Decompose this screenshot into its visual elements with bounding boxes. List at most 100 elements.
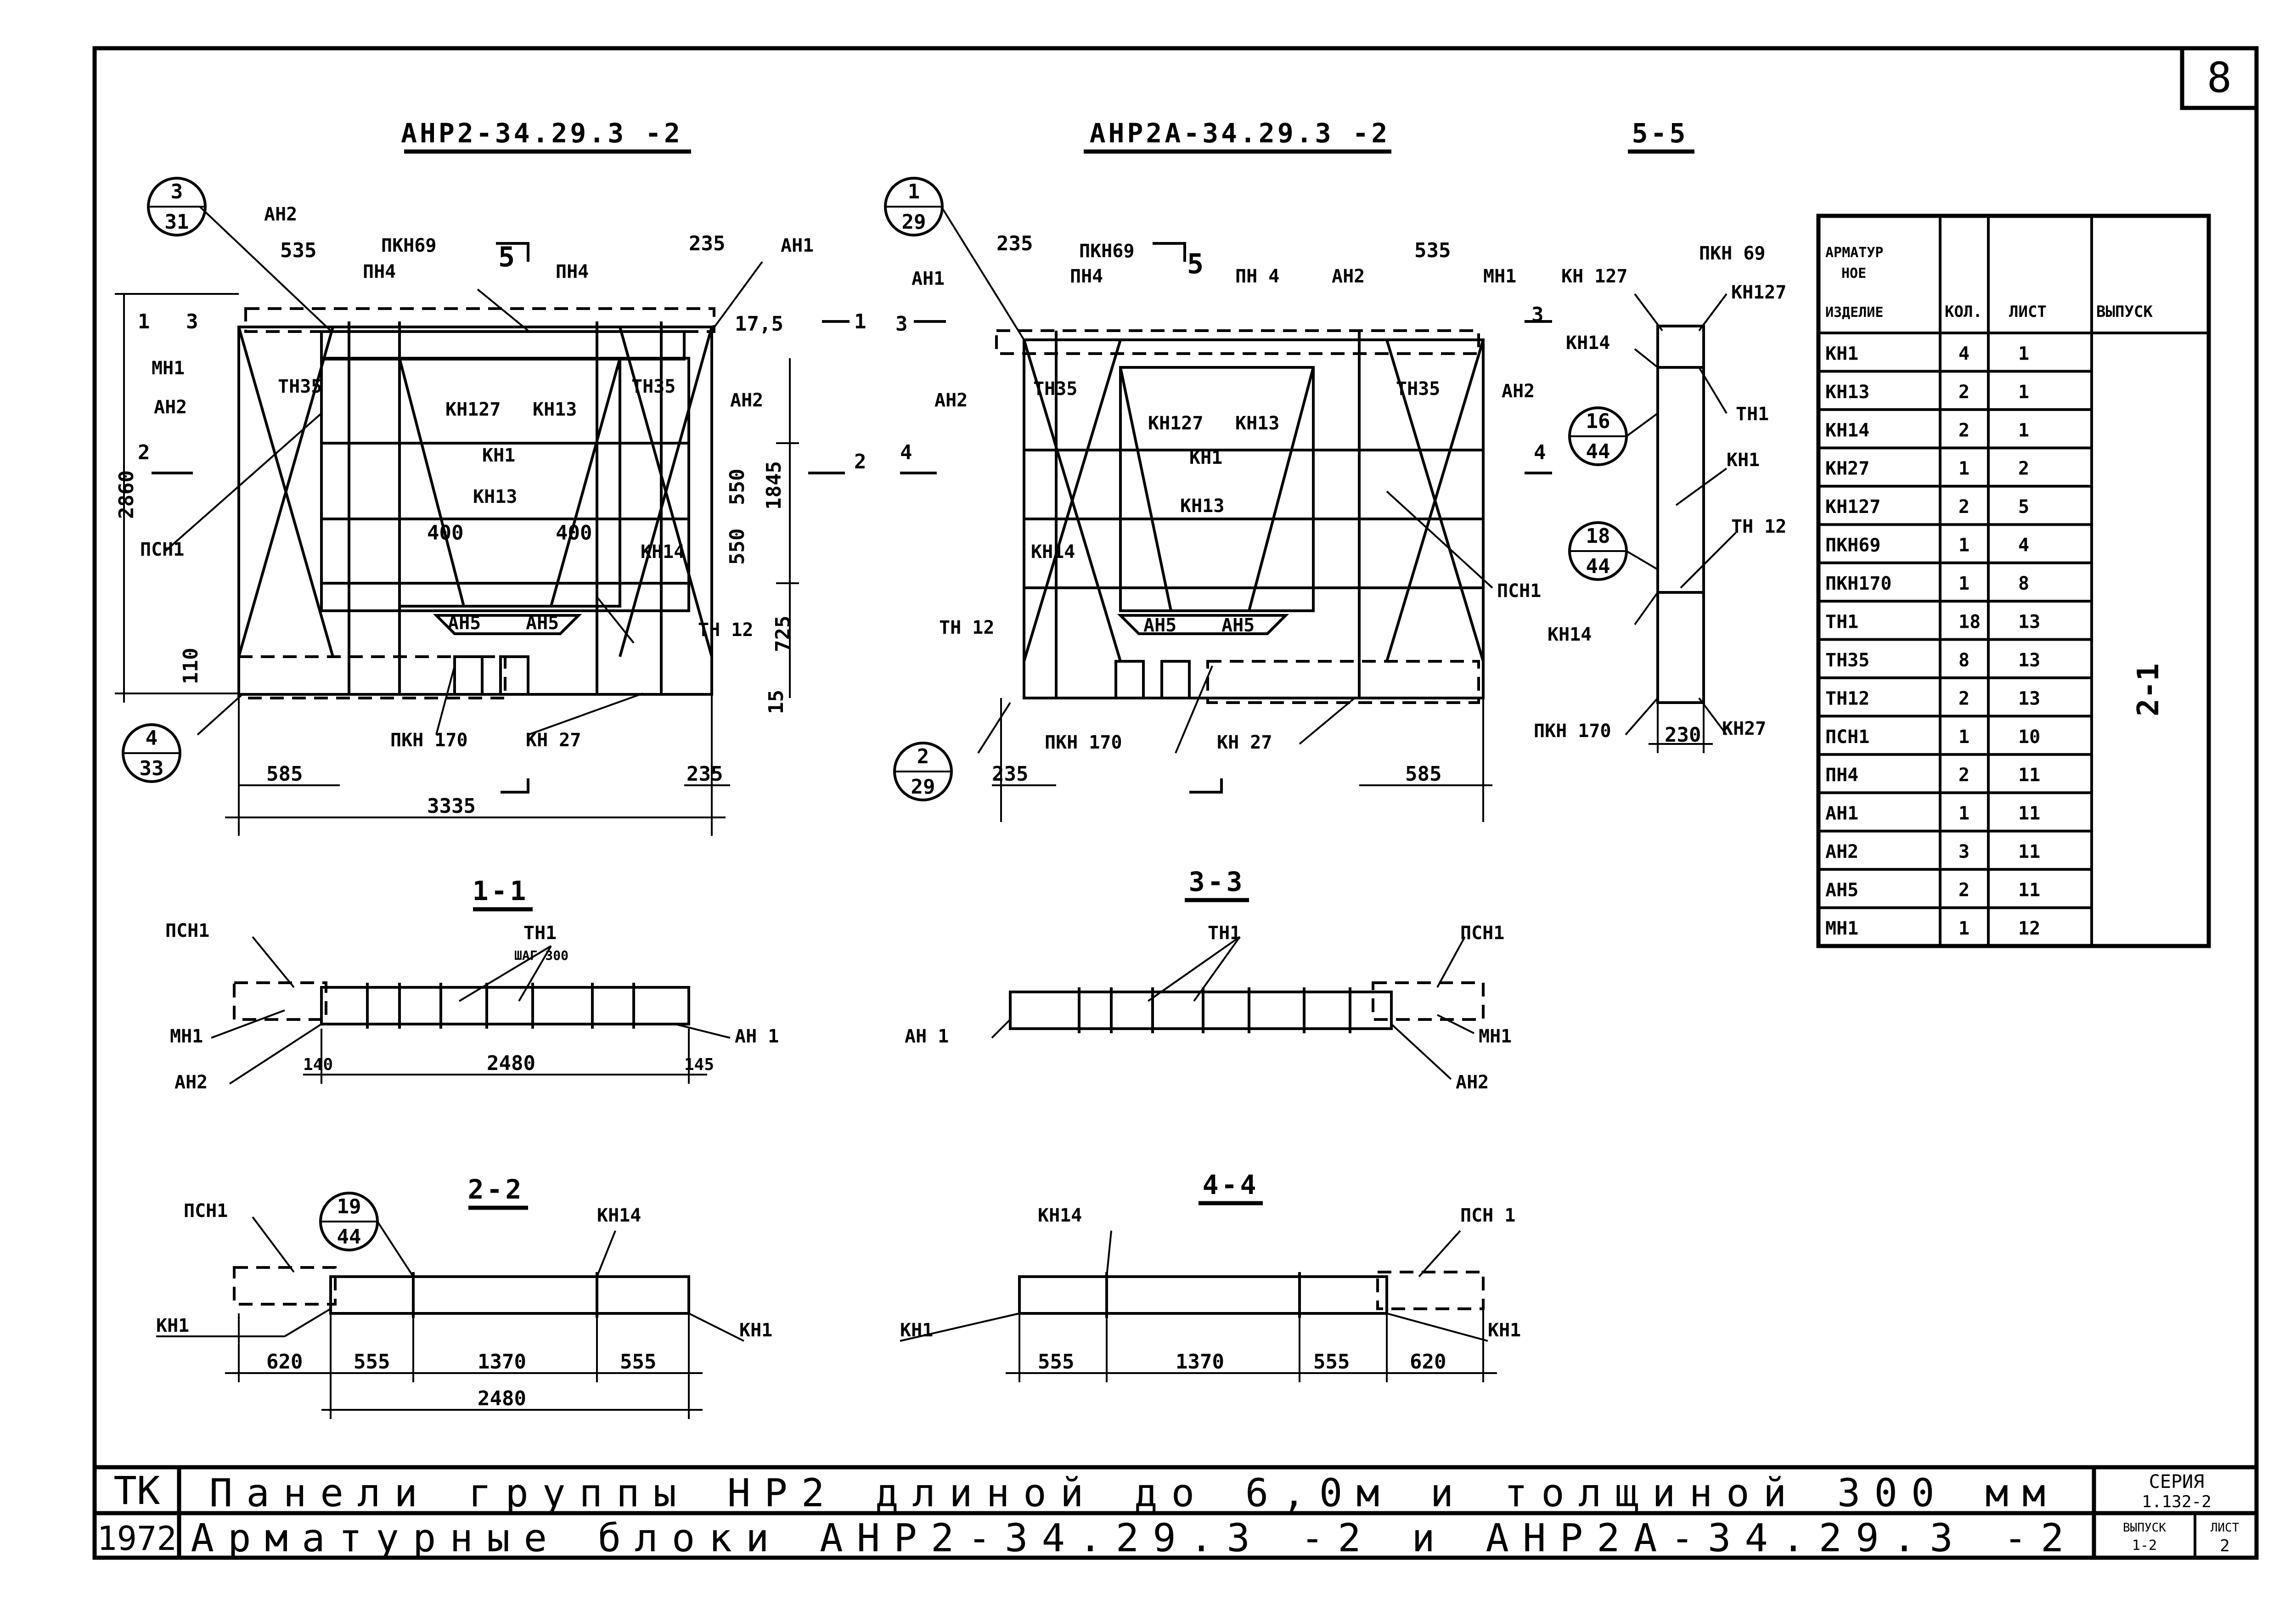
table-cell-kol: 1: [1958, 726, 1970, 748]
table-cell-kol: 2: [1958, 382, 1970, 403]
r-lbl-an2-r: АН2: [1502, 381, 1535, 402]
s22-555a: 555: [354, 1350, 390, 1374]
table-cell-list: 12: [2018, 918, 2040, 939]
r-lbl-tn35b: ТН35: [1396, 378, 1440, 400]
tk-label: ТК: [113, 1468, 160, 1513]
table-cell-list: 4: [2018, 535, 2029, 556]
table-cell-kol: 3: [1958, 841, 1970, 862]
r-lbl-235: 235: [996, 232, 1033, 255]
callout-1-29-top: 1: [908, 180, 920, 203]
s11-140: 140: [303, 1055, 333, 1074]
outer-frame: [92, 46, 2259, 1560]
table-cell-kol: 1: [1958, 803, 1970, 824]
s22-kn1b: КН1: [739, 1320, 772, 1341]
lbl-725: 725: [771, 616, 795, 652]
table-cell-izdelie: КН127: [1825, 496, 1880, 518]
s22-620: 620: [266, 1350, 303, 1374]
spec-table: АРМАТУР НОЕ ИЗДЕЛИЕ КОЛ. ЛИСТ ВЫПУСК 2-1…: [1816, 214, 2211, 948]
s44-kn14: КН14: [1038, 1205, 1082, 1226]
left-plan-view: АНР2-34.29.3 -2: [115, 118, 867, 836]
table-cell-izdelie: КН1: [1825, 343, 1858, 364]
section-4-4: 4-4 КН14 ПСН 1 КН1 КН1 555 1370 555 620: [900, 1169, 1521, 1382]
table-cell-kol: 1: [1958, 458, 1970, 479]
r-lbl-psn1: ПСН1: [1497, 580, 1541, 602]
lbl-tn35a: ТН35: [278, 376, 322, 397]
s55-kn1: КН1: [1727, 450, 1760, 471]
s22-2480: 2480: [478, 1387, 526, 1410]
lbl-pn4a: ПН4: [363, 261, 396, 282]
r-lbl-d3a: 3: [895, 312, 908, 336]
table-cell-izdelie: АН2: [1825, 841, 1858, 862]
table-cell-izdelie: АН5: [1825, 880, 1858, 901]
lbl-kn127: КН127: [445, 399, 501, 420]
r-lbl-535: 535: [1414, 239, 1451, 262]
seria-value: 1.132-2: [2142, 1492, 2212, 1511]
callout-2-29-bottom: 29: [911, 775, 935, 799]
th-list: ЛИСТ: [2009, 303, 2047, 321]
r-lbl-tn12: ТН 12: [939, 617, 994, 638]
r-lbl-an2: АН2: [1332, 266, 1365, 287]
table-cell-list: 13: [2018, 688, 2040, 709]
r-lbl-pkn170: ПКН 170: [1045, 732, 1122, 753]
table-cell-list: 11: [2018, 880, 2040, 901]
r-lbl-mn1: МН1: [1483, 266, 1516, 287]
s55-kn127a: КН 127: [1561, 266, 1628, 287]
table-cell-izdelie: МН1: [1825, 918, 1858, 939]
lbl-110: 110: [179, 648, 203, 684]
table-cell-list: 8: [2018, 573, 2029, 594]
lbl-pkn170: ПКН 170: [390, 730, 468, 751]
s55-kn127b: КН127: [1731, 282, 1786, 303]
vypusk-label: ВЫПУСК: [2123, 1521, 2166, 1535]
lbl-535: 535: [280, 239, 316, 262]
th-izdelie-1: АРМАТУР: [1825, 245, 1883, 261]
callout-3-31-top: 3: [171, 180, 183, 203]
callout-16-44-top: 16: [1586, 410, 1610, 433]
r-lbl-585: 585: [1405, 762, 1441, 786]
s33-an2: АН2: [1456, 1072, 1489, 1093]
callout-4-33-bottom: 33: [140, 757, 164, 780]
s22-psn1: ПСН1: [184, 1200, 228, 1222]
view-title-right: АНР2А-34.29.3 -2: [1090, 118, 1390, 149]
lbl-585: 585: [266, 762, 303, 786]
table-cell-list: 13: [2018, 611, 2040, 632]
s33-mn1: МН1: [1479, 1026, 1512, 1047]
lbl-an2-top: АН2: [264, 204, 297, 225]
r-lbl-kn127: КН127: [1148, 413, 1203, 434]
table-cell-izdelie: ПКН170: [1825, 573, 1892, 594]
r-lbl-pkn69: ПКН69: [1079, 241, 1134, 262]
lbl-sec2: 2: [854, 450, 867, 473]
s55-tn12: ТН 12: [1731, 516, 1786, 537]
s33-psn1: ПСН1: [1460, 923, 1504, 944]
r-lbl-kn14: КН14: [1031, 541, 1075, 563]
table-cell-kol: 2: [1958, 688, 1970, 709]
lbl-1845: 1845: [762, 461, 786, 510]
table-cell-kol: 1: [1958, 573, 1970, 594]
r-lbl-kn13: КН13: [1235, 413, 1279, 434]
table-cell-kol: 4: [1958, 343, 1970, 364]
section-title-5-5: 5-5: [1632, 118, 1688, 149]
table-cell-izdelie: КН27: [1825, 458, 1869, 479]
lbl-2860: 2860: [115, 470, 138, 519]
th-izdelie-2: НОЕ: [1841, 265, 1866, 282]
lbl-an5b: АН5: [526, 613, 559, 634]
table-cell-kol: 2: [1958, 420, 1970, 441]
s33-an1: АН 1: [905, 1026, 949, 1047]
s11-2480: 2480: [487, 1052, 535, 1075]
table-cell-list: 1: [2018, 382, 2029, 403]
callout-4-33-top: 4: [146, 726, 158, 750]
s11-an2: АН2: [174, 1072, 208, 1093]
table-cell-izdelie: КН14: [1825, 420, 1869, 441]
s11-step: ШАГ 300: [514, 948, 568, 963]
callout-16-44-bottom: 44: [1586, 440, 1610, 463]
list-value: 2: [2220, 1537, 2230, 1555]
lbl-d1: 1: [138, 310, 150, 333]
lbl-kn13a: КН13: [533, 399, 577, 420]
sheet-number: 8: [2207, 54, 2232, 102]
table-cell-list: 1: [2018, 420, 2029, 441]
callout-18-44-bottom: 44: [1586, 555, 1610, 578]
s44-kn1b: КН1: [1488, 1320, 1521, 1341]
view-title-left: АНР2-34.29.3 -2: [401, 118, 683, 149]
s22-1370: 1370: [478, 1350, 526, 1374]
